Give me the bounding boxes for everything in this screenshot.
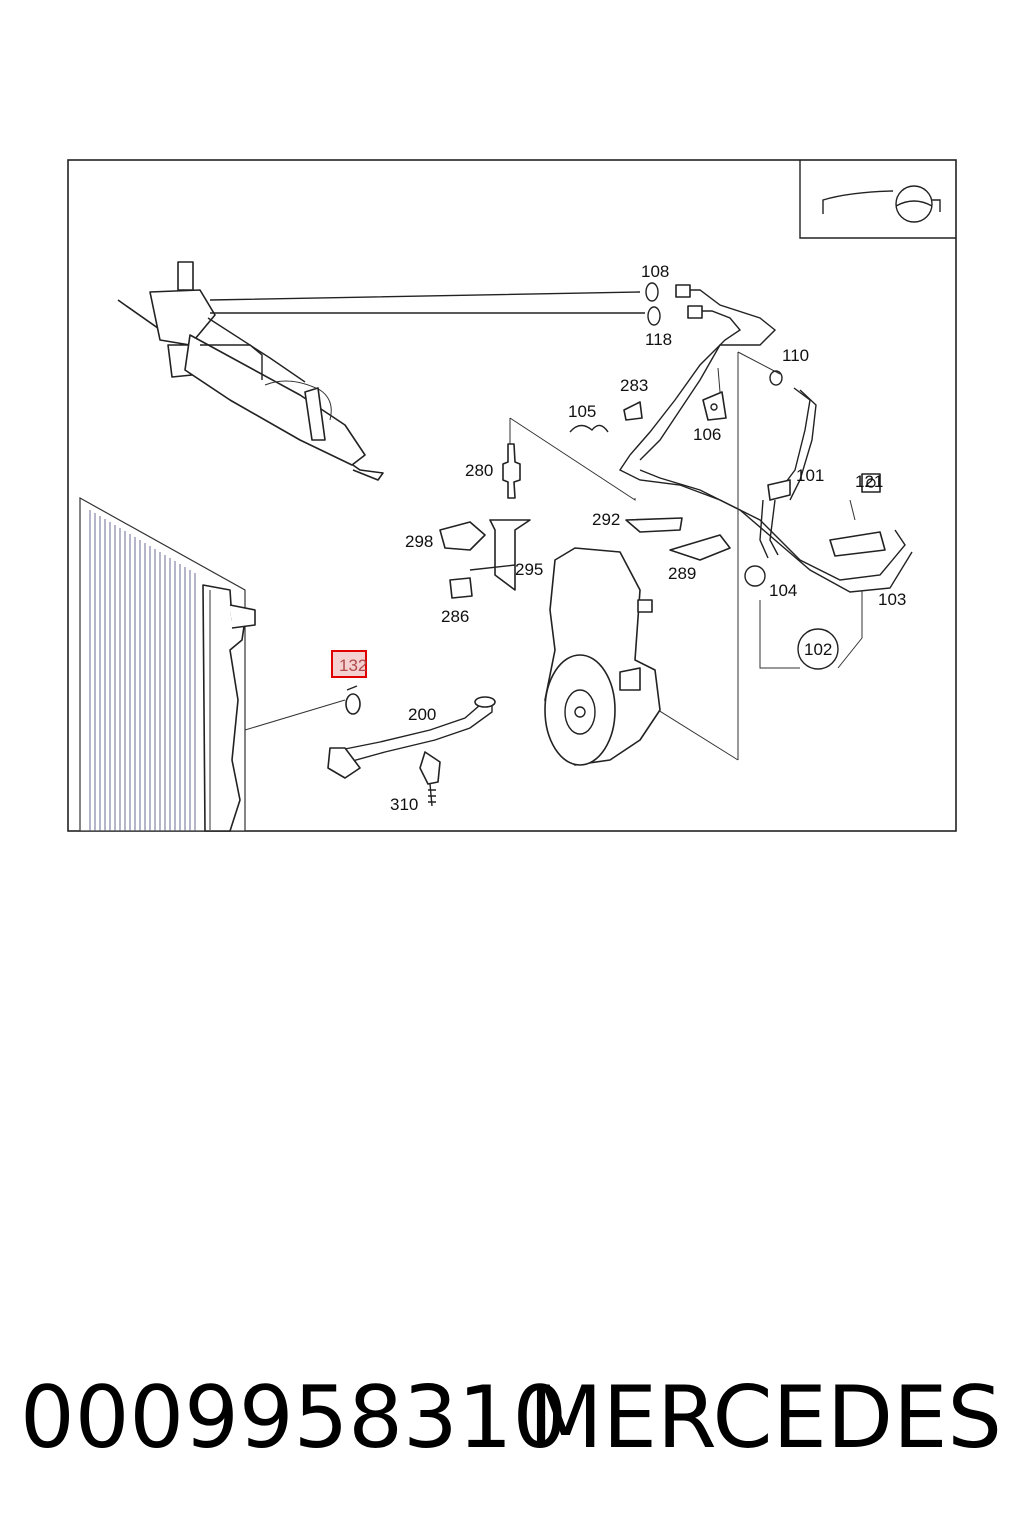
highlight-box-132 (331, 650, 367, 678)
label-102: 102 (804, 640, 832, 659)
label-103: 103 (878, 590, 906, 609)
radiator (79, 496, 256, 832)
label-283: 283 (620, 376, 648, 395)
label-289: 289 (668, 564, 696, 583)
label-121: 121 (855, 472, 883, 491)
label-298: 298 (405, 532, 433, 551)
label-286: 286 (441, 607, 469, 626)
label-106: 106 (693, 425, 721, 444)
label-circle-102 (797, 628, 839, 670)
leader-lines (244, 351, 863, 761)
o-rings-108-118 (645, 282, 661, 326)
label-310: 310 (390, 795, 418, 814)
steering-rack (117, 261, 645, 481)
label-280: 280 (465, 461, 493, 480)
label-101: 101 (796, 466, 824, 485)
pressure-hose-assembly (618, 284, 913, 593)
part-number-caption: 0009958310 (20, 1368, 568, 1468)
part-labels: 108 118 110 283 105 106 280 101 121 292 … (339, 262, 906, 814)
steering-column-icon (799, 160, 956, 239)
label-108: 108 (641, 262, 669, 281)
brand-caption: MERCEDES (528, 1368, 1002, 1468)
small-parts (439, 370, 881, 599)
label-200: 200 (408, 705, 436, 724)
label-132: 132 (339, 656, 367, 675)
power-steering-pump (544, 547, 661, 766)
suction-hose-200 (327, 685, 496, 807)
label-118: 118 (645, 330, 672, 349)
label-295: 295 (515, 560, 543, 579)
label-105: 105 (568, 402, 596, 421)
label-292: 292 (592, 510, 620, 529)
label-110: 110 (782, 346, 809, 365)
label-104: 104 (769, 581, 797, 600)
